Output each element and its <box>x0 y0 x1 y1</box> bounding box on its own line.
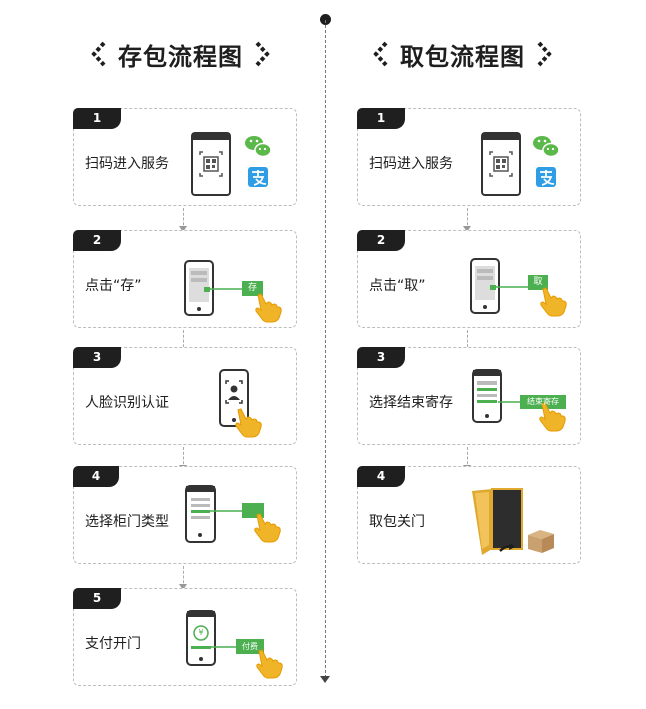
qr-code-icon <box>199 151 223 177</box>
store-step-5-card: 5 支付开门 ¥ 付费 <box>73 588 297 686</box>
alipay-icon <box>248 167 268 187</box>
store-step-4-card: 4 选择柜门类型 <box>73 466 297 564</box>
hand-pointer-icon <box>540 287 567 317</box>
pick-step-1-number: 1 <box>357 108 405 129</box>
end-storage-button-label: 结束寄存 <box>527 397 559 406</box>
store-step-1-number: 1 <box>73 108 121 129</box>
door-icon <box>472 488 523 555</box>
store-connector-1 <box>179 208 187 232</box>
store-step-4-label: 选择柜门类型 <box>85 514 169 530</box>
store-step-3-label: 人脸识别认证 <box>85 395 169 411</box>
store-flow-title-text: 存包流程图 <box>118 42 243 71</box>
pick-step-1-label: 扫码进入服务 <box>369 156 453 172</box>
store-step-2-card: 2 点击“存” 存 <box>73 230 297 328</box>
hand-pointer-icon <box>254 513 281 543</box>
store-step-2-label: 点击“存” <box>85 278 142 294</box>
store-step-3-number: 3 <box>73 347 121 368</box>
store-flow-title: 存包流程图 <box>90 36 271 72</box>
divider-end-arrow <box>320 676 330 683</box>
package-box-icon <box>528 530 554 553</box>
store-step-1-card: 1 扫码进入服务 <box>73 108 297 206</box>
pick-step-4-number: 4 <box>357 466 405 487</box>
face-scan-icon <box>225 380 243 404</box>
store-button-graphic <box>242 281 263 296</box>
pick-step-2-number: 2 <box>357 230 405 251</box>
phone-icon <box>472 369 502 423</box>
yuan-symbol: ¥ <box>198 628 204 637</box>
wechat-icon <box>533 136 560 158</box>
pick-step-3-card: 3 选择结束寄存 结束寄存 <box>357 347 581 445</box>
store-step-3-card: 3 人脸识别认证 <box>73 347 297 445</box>
bracket-left-icon <box>91 41 106 67</box>
end-storage-button-graphic <box>520 395 566 409</box>
pick-button-graphic <box>528 275 548 290</box>
arrow-icon <box>499 543 515 552</box>
pick-step-4-card: 4 取包关门 <box>357 466 581 564</box>
pick-step-3-number: 3 <box>357 347 405 368</box>
hand-pointer-icon <box>255 293 282 323</box>
hand-pointer-icon <box>539 402 566 432</box>
pick-step-2-label: 点击“取” <box>369 278 426 294</box>
alipay-icon <box>536 167 556 187</box>
hand-pointer-icon <box>235 408 262 438</box>
pick-connector-1 <box>463 208 471 232</box>
pick-flow-title: 取包流程图 <box>372 36 553 72</box>
pick-step-2-card: 2 点击“取” 取 <box>357 230 581 328</box>
pick-step-4-label: 取包关门 <box>369 514 425 530</box>
store-step-5-label: 支付开门 <box>85 636 141 652</box>
divider-start-dot <box>320 14 331 25</box>
store-button-label: 存 <box>247 283 257 293</box>
store-step-2-number: 2 <box>73 230 121 251</box>
hand-pointer-icon <box>256 649 283 679</box>
phone-qr-scan-icon <box>191 132 231 196</box>
wechat-icon <box>245 136 272 158</box>
phone-icon <box>185 485 216 543</box>
store-connector-4 <box>179 566 187 590</box>
qr-code-icon <box>489 151 513 177</box>
pay-button-graphic <box>236 639 264 654</box>
phone-icon <box>184 260 214 316</box>
phone-icon <box>470 258 500 314</box>
pick-flow-title-text: 取包流程图 <box>400 42 525 71</box>
pick-step-1-card: 1 扫码进入服务 <box>357 108 581 206</box>
phone-qr-scan-icon <box>481 132 521 196</box>
pick-step-3-label: 选择结束寄存 <box>369 395 453 411</box>
bracket-right-icon <box>255 41 270 67</box>
bracket-left-icon <box>373 41 388 67</box>
phone-icon <box>219 369 249 427</box>
pay-button-label: 付费 <box>242 642 258 651</box>
phone-icon <box>186 610 216 666</box>
store-step-5-number: 5 <box>73 588 121 609</box>
store-step-4-number: 4 <box>73 466 119 487</box>
store-step-1-label: 扫码进入服务 <box>85 156 169 172</box>
bracket-right-icon <box>537 41 552 67</box>
pick-button-label: 取 <box>533 277 543 287</box>
door-select-button-graphic <box>242 503 264 518</box>
center-divider <box>325 20 326 678</box>
